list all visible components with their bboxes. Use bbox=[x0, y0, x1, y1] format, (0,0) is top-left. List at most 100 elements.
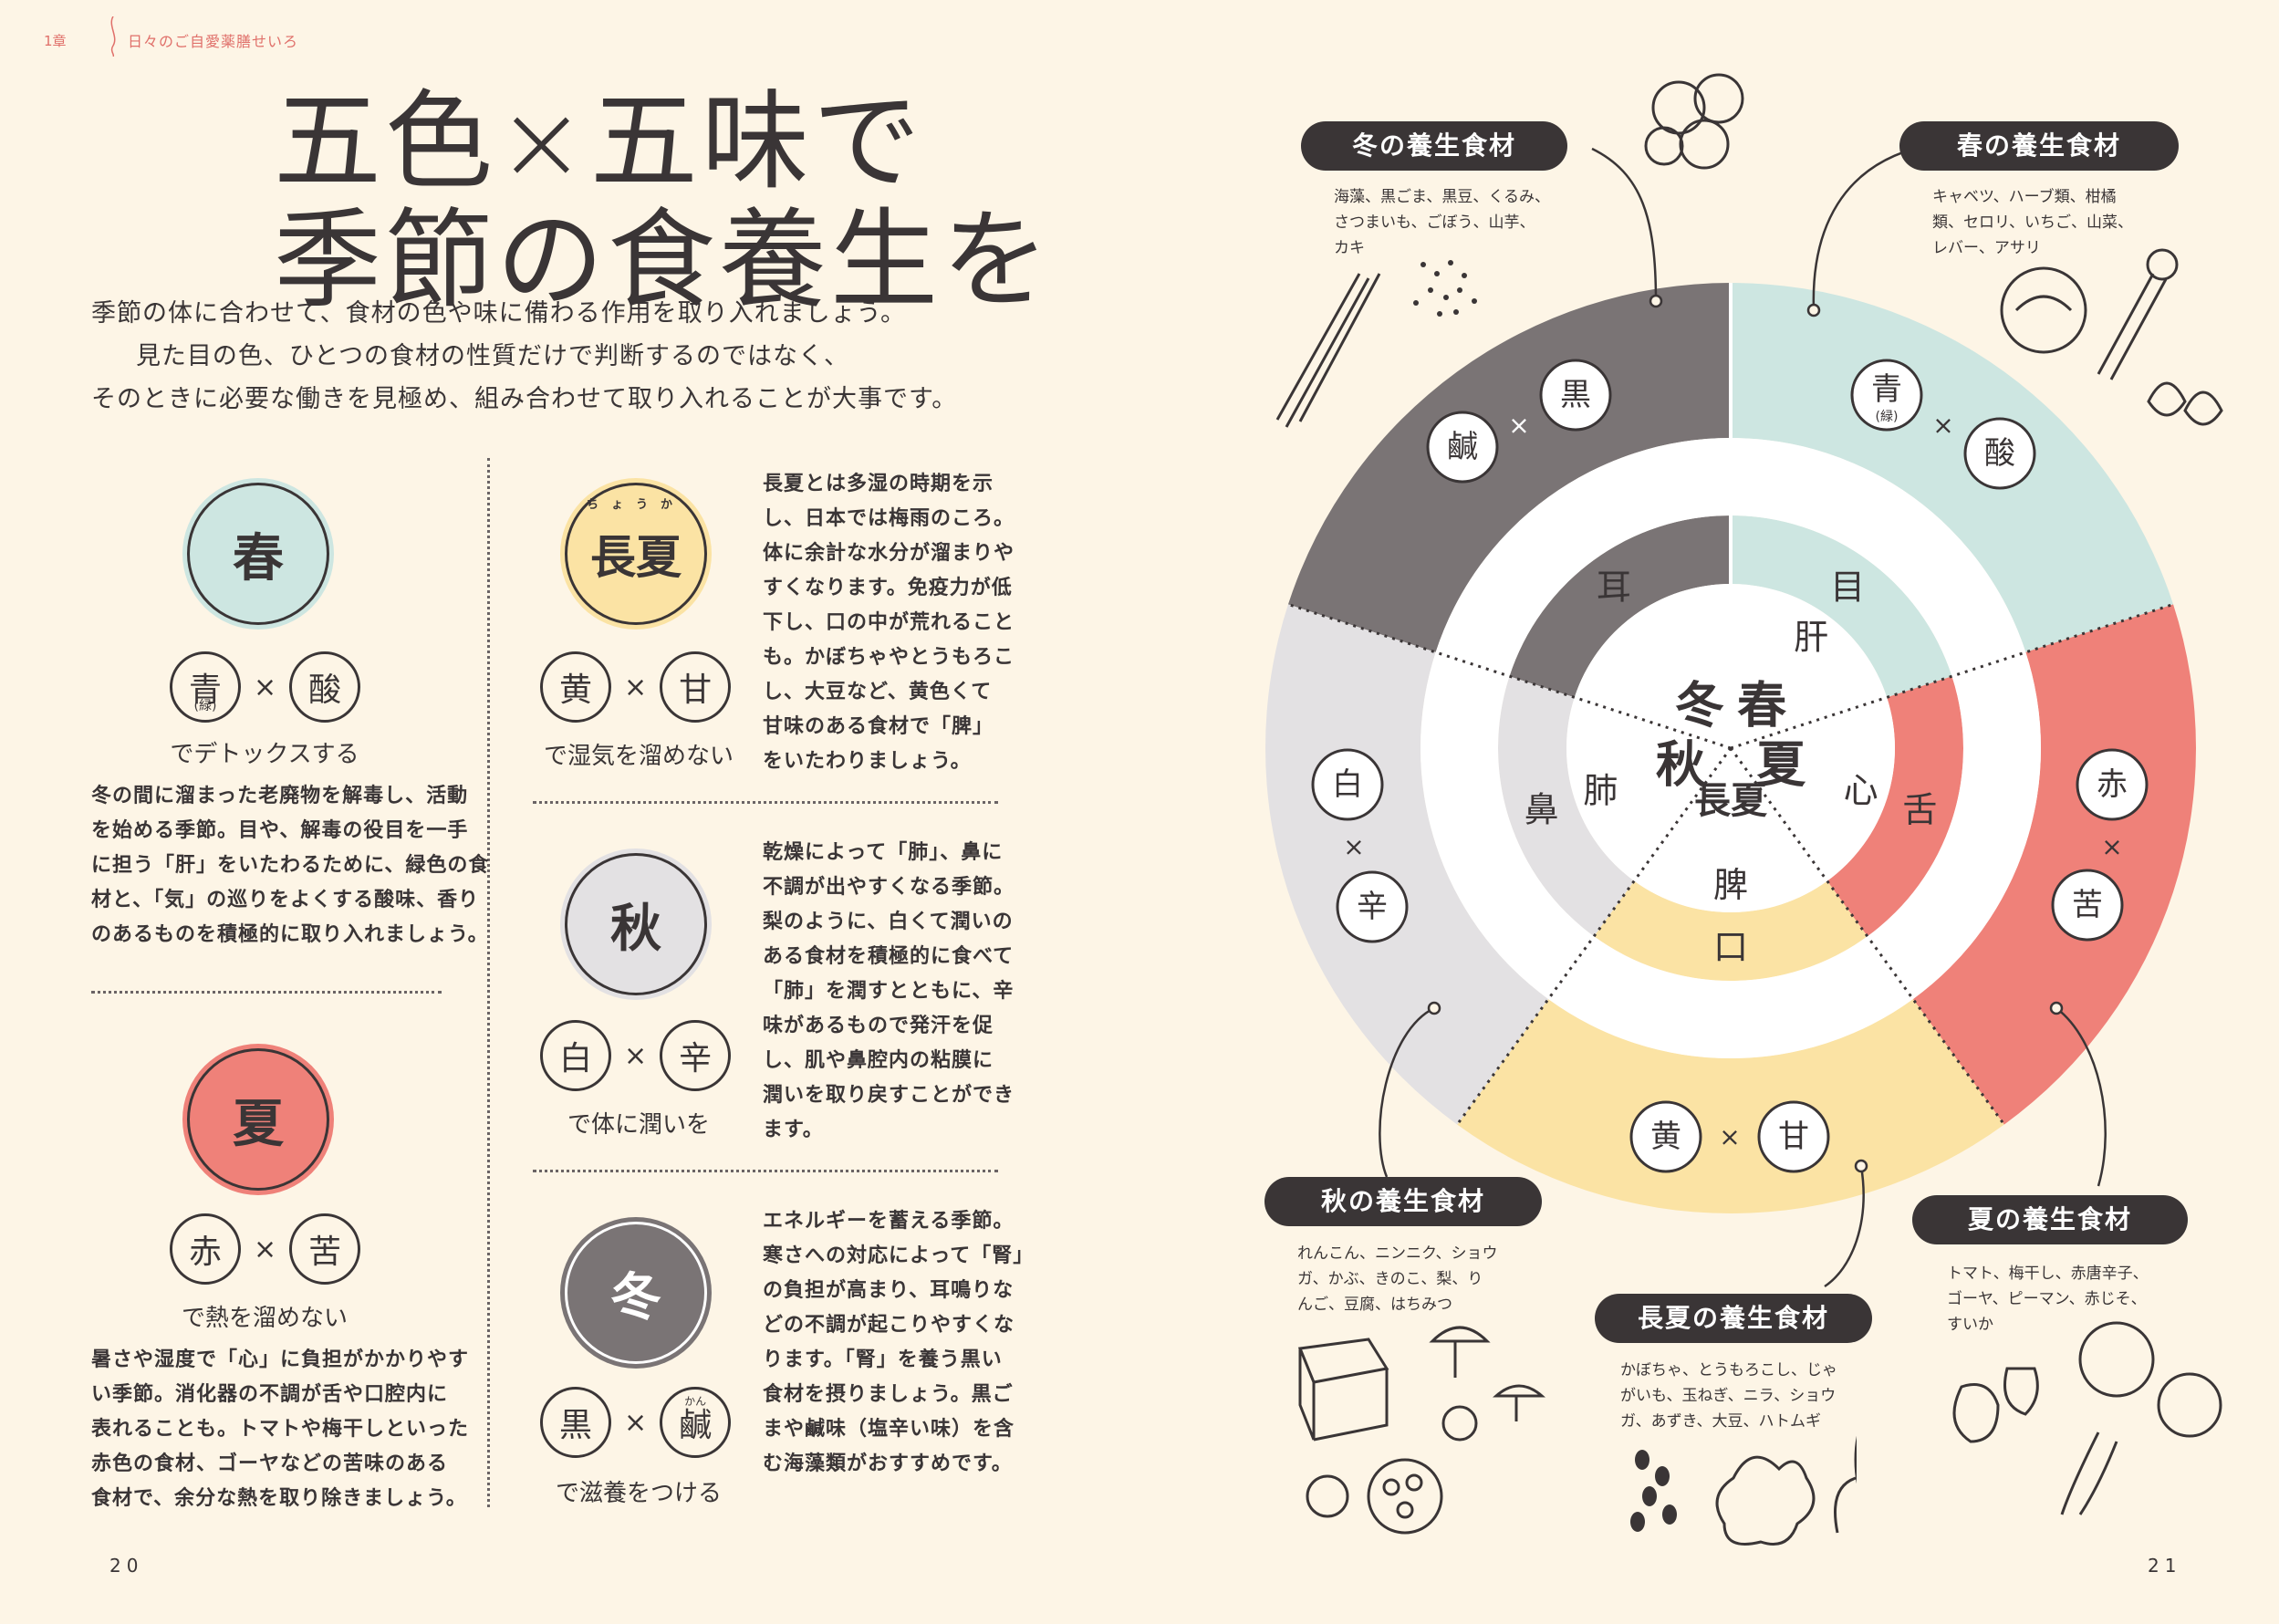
summer-taste: 苦 bbox=[308, 1234, 342, 1271]
body-line: む海藻類がおすすめです。 bbox=[763, 1452, 1013, 1475]
food-line: ゴーヤ、ピーマン、赤じそ、 bbox=[1947, 1290, 2147, 1308]
body-line: 赤色の食材、ゴーヤなどの苦味のある bbox=[91, 1452, 449, 1475]
late-summer-color: 黄 bbox=[1650, 1119, 1681, 1155]
winter-foods-list: 海藻、黒ごま、黒豆、くるみ、 さつまいも、ごぼう、山芋、 カキ bbox=[1334, 184, 1550, 261]
corn-icon bbox=[1834, 1436, 1857, 1534]
section-divider bbox=[91, 991, 442, 994]
winter-color-taste: 黒 × かん鹹 bbox=[540, 1387, 732, 1458]
autumn-inner-label: 秋 bbox=[1656, 735, 1705, 793]
winter-color: 黒 bbox=[1560, 377, 1591, 413]
leader-dot bbox=[1854, 1159, 1868, 1173]
late_summer-sense-band bbox=[1548, 936, 1913, 1058]
autumn-color: 白 bbox=[1332, 766, 1363, 803]
title-line-2: 季節の食養生を bbox=[274, 197, 1054, 323]
summer-sense-label: 舌 bbox=[1902, 789, 1937, 829]
spring-illustrations bbox=[2000, 248, 2223, 426]
autumn-center-wedge bbox=[1566, 697, 1731, 881]
autumn-outer-sector bbox=[1265, 604, 1549, 1125]
food-line: かぼちゃ、とうもろこし、じゃ bbox=[1620, 1361, 1837, 1379]
autumn-caption: で体に潤いを bbox=[567, 1111, 710, 1139]
chapter-label: 1章 bbox=[44, 33, 67, 49]
body-line: 「肺」を潤すとともに、辛 bbox=[763, 980, 1015, 1003]
body-line: 寒さへの対応によって「腎」 bbox=[763, 1244, 1035, 1267]
body-line: ある食材を積極的に食べて bbox=[763, 945, 1015, 968]
food-line: ガ、あずき、大豆、ハトムギ bbox=[1620, 1412, 1821, 1431]
summer-color-taste: 赤 × 苦 bbox=[170, 1213, 361, 1285]
autumn-taste-circle bbox=[1336, 870, 1409, 943]
body-line: を始める季節。目や、解毒の役目を一手 bbox=[91, 819, 469, 842]
summer-taste: 苦 bbox=[2072, 887, 2103, 923]
header-divider bbox=[110, 16, 116, 57]
leader-dot bbox=[1649, 294, 1663, 308]
wheel-labels: 冬腎耳春肝目夏心舌長夏脾口秋肺鼻 bbox=[1525, 567, 1938, 967]
summer-taste-circle bbox=[2051, 869, 2124, 942]
late_summer-sense-label: 口 bbox=[1713, 927, 1748, 967]
autumn-foods-list: れんこん、ニンニク、ショウ ガ、かぶ、きのこ、梨、り んご、豆腐、はちみつ bbox=[1297, 1241, 1497, 1317]
times-sign: × bbox=[1719, 1122, 1740, 1152]
spring-taste: 酸 bbox=[308, 671, 342, 709]
summer-organ-label: 心 bbox=[1844, 770, 1878, 810]
late_summer-outer-sector bbox=[1457, 999, 2004, 1214]
autumn-color-circle bbox=[1311, 748, 1384, 821]
sector-divider bbox=[1730, 602, 2174, 750]
spring-foods-list: キャベツ、ハーブ類、柑橘 類、セロリ、いちご、山菜、 レバー、アサリ bbox=[1932, 184, 2133, 261]
summer-color-badge: 赤 bbox=[170, 1213, 241, 1285]
column-divider bbox=[487, 458, 490, 1507]
celery-icon bbox=[2097, 248, 2179, 380]
late-summer-color-circle bbox=[1629, 1100, 1702, 1173]
winter-taste-circle bbox=[1426, 411, 1499, 484]
five-elements-wheel: 冬腎耳春肝目夏心舌長夏脾口秋肺鼻 鹹×黒青(緑)×酸赤×苦黄×甘白×辛 bbox=[1265, 144, 2196, 1288]
section-divider bbox=[533, 801, 998, 804]
body-line: 表れることも。トマトや梅干しといった bbox=[91, 1418, 470, 1441]
winter-outer-sector bbox=[1287, 283, 1731, 652]
summer-organ-sector bbox=[1826, 676, 1964, 937]
food-line: キャベツ、ハーブ類、柑橘 bbox=[1932, 188, 2117, 206]
body-line: 甘味のある食材で「脾」 bbox=[763, 715, 994, 738]
body-line: 梨のように、白くて潤いの bbox=[763, 911, 1014, 933]
intro-line: そのときに必要な働きを見極め、組み合わせて取り入れることが大事です。 bbox=[91, 385, 958, 413]
body-line: 食材で、余分な熱を取り除きましょう。 bbox=[91, 1487, 467, 1510]
autumn-color-taste: 白 × 辛 bbox=[540, 1020, 732, 1091]
spring-color-sub: (緑) bbox=[193, 699, 217, 713]
winter-inner-label: 冬 bbox=[1675, 677, 1724, 734]
autumn-sense-band bbox=[1420, 651, 1595, 1000]
late-summer-color-taste: 黄 × 甘 bbox=[540, 651, 732, 723]
leader-line bbox=[1379, 1006, 1435, 1178]
late-summer-season-circle: ちょうか長夏 bbox=[560, 478, 712, 630]
spring-color-circle bbox=[1850, 359, 1923, 432]
tofu-icon bbox=[1297, 1338, 1389, 1442]
times-sign: × bbox=[2101, 832, 2122, 862]
late_summer-center-wedge bbox=[1634, 748, 1827, 913]
body-line: 食材を摂りましょう。黒ご bbox=[763, 1383, 1014, 1406]
food-line: がいも、玉ねぎ、ニラ、ショウ bbox=[1620, 1387, 1837, 1405]
body-line: し、大豆など、黄色くて bbox=[763, 681, 993, 703]
page-number-right: 21 bbox=[2148, 1555, 2182, 1577]
food-line: カキ bbox=[1334, 239, 1365, 257]
food-line: さつまいも、ごぼう、山芋、 bbox=[1334, 213, 1535, 232]
autumn-taste: 辛 bbox=[1357, 889, 1388, 925]
autumn-body: 乾燥によって「肺」、鼻に 不調が出やすくなる季節。 梨のように、白くて潤いの あ… bbox=[763, 836, 1015, 1148]
autumn-color-badge: 白 bbox=[540, 1020, 611, 1091]
times-sign: × bbox=[1508, 411, 1529, 441]
late-summer-foods-title: 長夏の養生食材 bbox=[1595, 1294, 1872, 1343]
running-title: 日々のご自愛薬膳せいろ bbox=[128, 33, 299, 50]
leader-dot bbox=[2049, 1001, 2064, 1015]
body-line: 体に余計な水分が溜まりや bbox=[763, 542, 1015, 565]
body-line: をいたわりましょう。 bbox=[763, 750, 972, 773]
wheel-pairs: 鹹×黒青(緑)×酸赤×苦黄×甘白×辛 bbox=[1311, 359, 2149, 1173]
late-summer-color: 黄 bbox=[558, 671, 592, 709]
food-illustrations bbox=[1275, 73, 1857, 1546]
spring-color-taste: 青(緑) × 酸 bbox=[170, 651, 361, 723]
leader-dot bbox=[1427, 1001, 1441, 1015]
summer-color-circle bbox=[2076, 748, 2149, 821]
winter-body: エネルギーを蓄える季節。 寒さへの対応によって「腎」 の負担が高まり、耳鳴りな … bbox=[763, 1204, 1034, 1482]
spring-body: 冬の間に溜まった老廃物を解毒し、活動 を始める季節。目や、解毒の役目を一手 に担… bbox=[91, 779, 489, 953]
page-title: 五色×五味で 季節の食養生を bbox=[274, 82, 1053, 319]
food-line: トマト、梅干し、赤唐辛子、 bbox=[1947, 1265, 2149, 1283]
leader-line bbox=[1824, 1165, 1865, 1288]
body-line: まや鹹味（塩辛い味）を含 bbox=[763, 1418, 1015, 1441]
spring-caption: でデトックスする bbox=[170, 741, 359, 768]
late_summer-inner-label: 長夏 bbox=[1694, 780, 1768, 822]
winter-color: 黒 bbox=[558, 1407, 592, 1444]
winter-taste: 鹹 bbox=[679, 1407, 713, 1444]
